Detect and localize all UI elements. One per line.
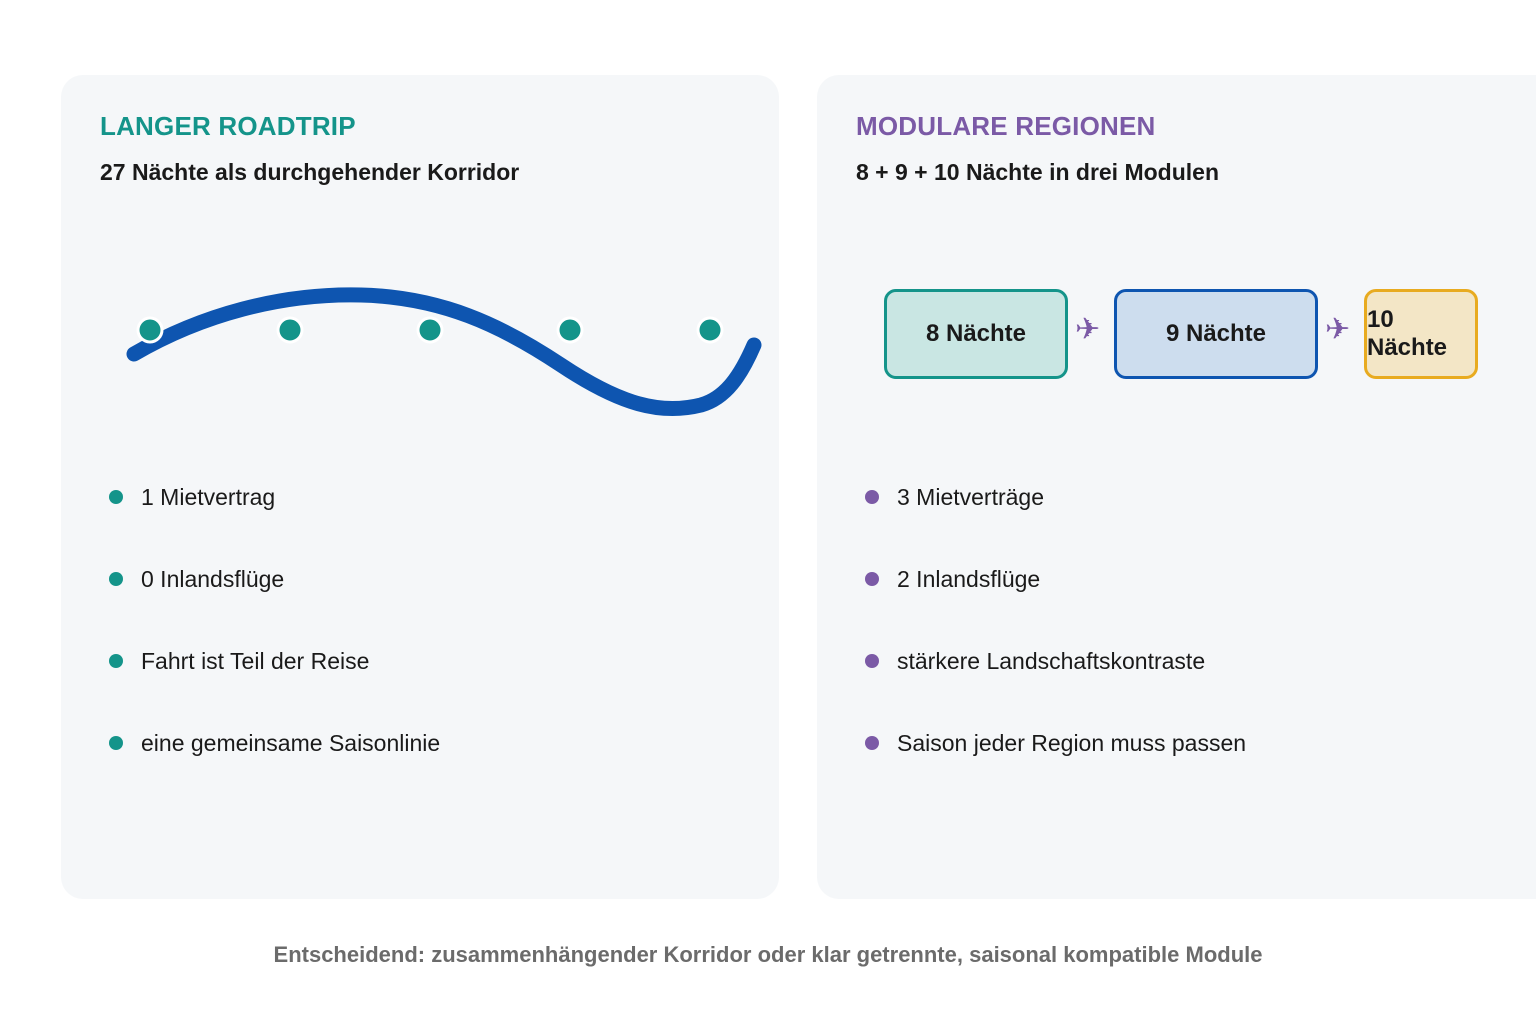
module-8-nights: 8 Nächte (884, 289, 1068, 379)
bullet-dot (109, 654, 123, 668)
route-stop-marker (416, 316, 444, 344)
bullet-dot (865, 654, 879, 668)
route-stop-marker (136, 316, 164, 344)
bullet-dot (109, 572, 123, 586)
modules-panel: MODULARE REGIONEN 8 + 9 + 10 Nächte in d… (817, 75, 1536, 899)
footer-note: Entscheidend: zusammenhängender Korridor… (273, 942, 1263, 967)
module-10-nights: 10 Nächte (1364, 289, 1478, 379)
route-stop-marker (276, 316, 304, 344)
route-stop-marker (696, 316, 724, 344)
list-item: eine gemeinsame Saisonlinie (109, 702, 440, 784)
roadtrip-panel: LANGER ROADTRIP 27 Nächte als durchgehen… (61, 75, 779, 899)
bullet-dot (109, 490, 123, 504)
modules-title: MODULARE REGIONEN (856, 111, 1156, 141)
bullet-dot (865, 572, 879, 586)
roadtrip-bullets: 1 Mietvertrag 0 Inlandsflüge Fahrt ist T… (109, 456, 440, 784)
roadtrip-title: LANGER ROADTRIP (100, 111, 356, 141)
list-item: 1 Mietvertrag (109, 456, 440, 538)
bullet-dot (865, 736, 879, 750)
list-item: 3 Mietverträge (865, 456, 1246, 538)
modules-bullets: 3 Mietverträge 2 Inlandsflüge stärkere L… (865, 456, 1246, 784)
list-item: Saison jeder Region muss passen (865, 702, 1246, 784)
bullet-dot (865, 490, 879, 504)
list-item: 0 Inlandsflüge (109, 538, 440, 620)
modules-subtitle: 8 + 9 + 10 Nächte in drei Modulen (856, 159, 1220, 185)
list-item: Fahrt ist Teil der Reise (109, 620, 440, 702)
route-diagram (126, 287, 762, 417)
airplane-icon: ✈ (1075, 312, 1101, 347)
route-stop-marker (556, 316, 584, 344)
module-9-nights: 9 Nächte (1114, 289, 1318, 379)
route-line (126, 287, 762, 417)
bullet-dot (109, 736, 123, 750)
route-stops (136, 316, 724, 344)
list-item: 2 Inlandsflüge (865, 538, 1246, 620)
airplane-icon: ✈ (1325, 312, 1351, 347)
list-item: stärkere Landschaftskontraste (865, 620, 1246, 702)
roadtrip-subtitle: 27 Nächte als durchgehender Korridor (100, 159, 520, 185)
